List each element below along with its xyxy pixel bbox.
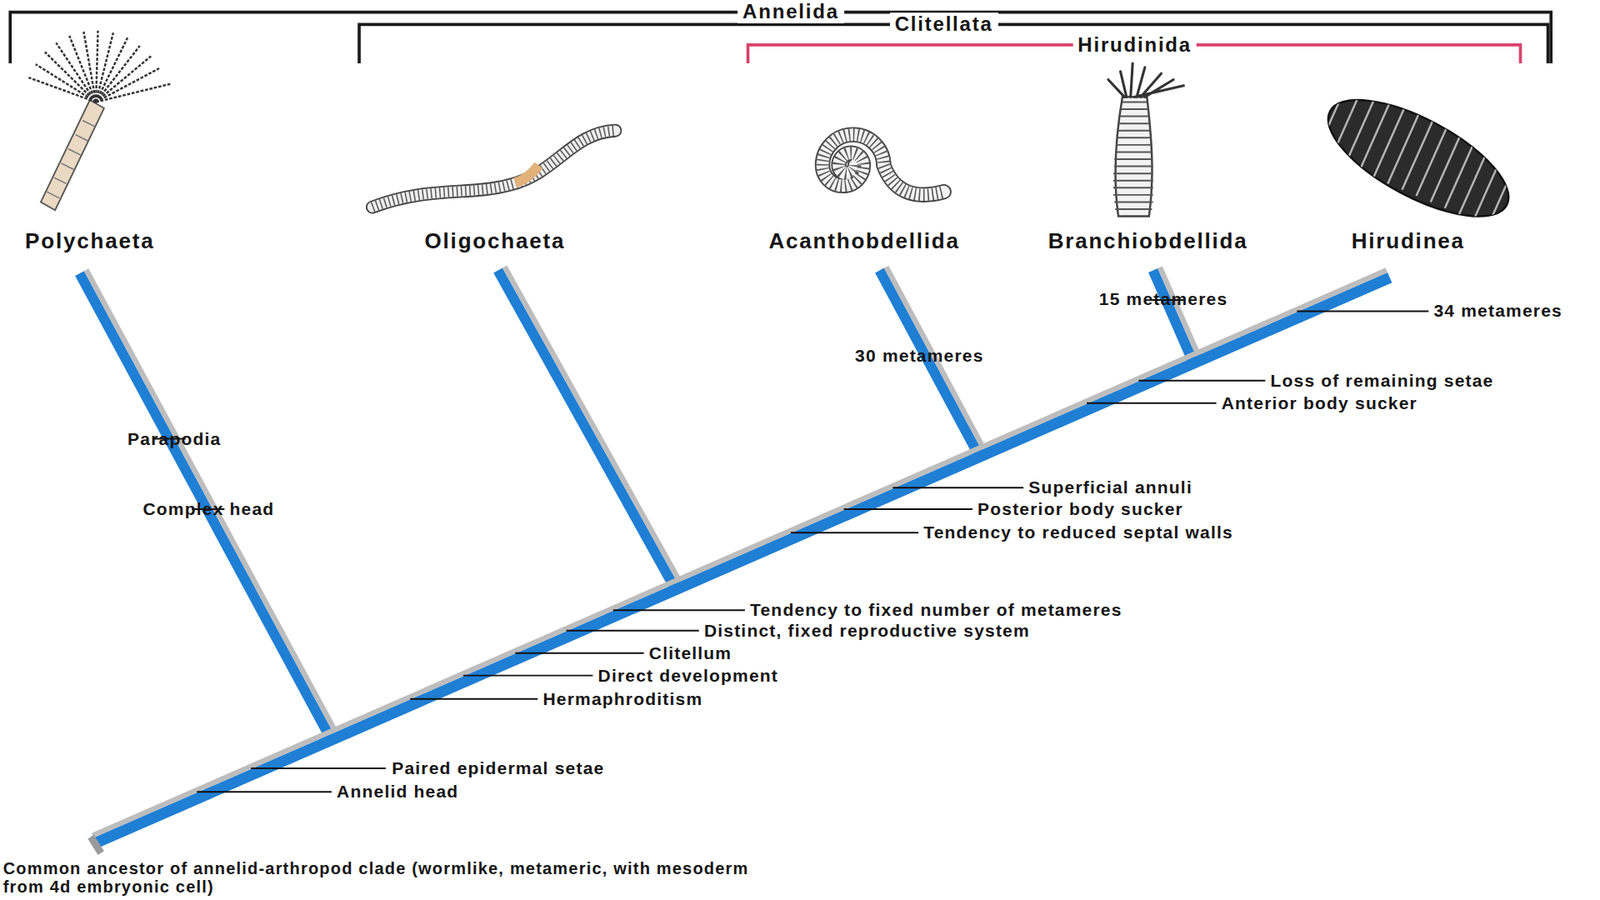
- annulus: [1401, 98, 1443, 190]
- annulus: [1430, 110, 1472, 202]
- branchiobdellid-segments: [1113, 101, 1154, 210]
- annulus: [1445, 116, 1486, 209]
- character-label: Tendency to reduced septal walls: [923, 522, 1234, 543]
- earthworm-outline: [372, 130, 615, 208]
- annulus: [1487, 135, 1529, 227]
- polychaete-tube: [40, 100, 105, 210]
- coiled-worm-outline: [822, 135, 945, 195]
- oligochaeta-branch: [498, 270, 675, 585]
- leech-annuli: [1316, 60, 1530, 226]
- earthworm-segments: [372, 130, 615, 208]
- leader-line: [844, 508, 973, 510]
- character-label: Tendency to fixed number of metameres: [750, 600, 1123, 620]
- character-label: Complex head: [142, 499, 275, 520]
- character-label: Paired epidermal setae: [391, 758, 605, 779]
- leader-line: [463, 675, 594, 677]
- annulus: [1473, 128, 1515, 220]
- taxon-name: Polychaeta: [25, 229, 155, 255]
- polychaeta-branch: [80, 273, 330, 735]
- trunk-end-cap: [87, 835, 105, 855]
- leader-lines: [153, 300, 1430, 792]
- character-label: Anterior body sucker: [1221, 393, 1418, 414]
- metamere-count: 30 metameres: [855, 345, 985, 366]
- earthworm-body: [372, 130, 615, 208]
- annulus: [1373, 85, 1415, 178]
- clade-bracket-label: Clitellata: [890, 13, 999, 37]
- branch-highlight: [505, 266, 681, 582]
- ancestor-note: Common ancestor of annelid-arthropod cla…: [3, 859, 754, 896]
- leader-line: [1296, 310, 1429, 312]
- leech-body: [1311, 76, 1525, 240]
- tentacle: [69, 35, 96, 103]
- taxon-name: Branchiobdellida: [1048, 229, 1249, 255]
- tentacle: [83, 31, 96, 102]
- leader-line: [1086, 402, 1217, 405]
- taxon-name: Acanthobdellida: [769, 229, 960, 255]
- branch-highlight: [1160, 267, 1200, 357]
- polychaete-tentacles: [28, 30, 171, 103]
- trunk-highlight: [92, 270, 1387, 835]
- leader-line: [790, 531, 919, 534]
- leader-line: [410, 698, 538, 700]
- leader-line: [515, 652, 644, 655]
- character-label: Parapodia: [127, 428, 221, 449]
- tentacle: [35, 64, 96, 102]
- annulus: [1359, 80, 1400, 172]
- coiled-worm-segments: [822, 135, 945, 195]
- annulus: [1459, 122, 1500, 215]
- leader-line: [613, 609, 745, 611]
- character-label: Distinct, fixed reproductive system: [704, 620, 1030, 641]
- tube-rings: [46, 120, 95, 198]
- clade-bracket-label: Annelida: [737, 0, 845, 24]
- earthworm-clitellum: [515, 165, 539, 183]
- taxon-name: Hirudinea: [1351, 229, 1465, 255]
- leader-line: [250, 767, 386, 770]
- tentacle: [95, 37, 128, 102]
- branch-highlight: [86, 270, 336, 731]
- character-label: Direct development: [598, 665, 780, 686]
- clade-bracket-label: Hirudinida: [1072, 33, 1197, 57]
- tentacle: [95, 83, 172, 102]
- annulus: [1316, 60, 1358, 153]
- character-label: Superficial annuli: [1028, 477, 1193, 498]
- metamere-count: 15 metameres: [1099, 289, 1229, 310]
- annulus: [1416, 104, 1458, 196]
- leader-line: [1139, 380, 1266, 382]
- annulus: [1345, 73, 1386, 165]
- character-label: Clitellum: [649, 643, 732, 664]
- character-label: Posterior body sucker: [977, 499, 1184, 520]
- metamere-count: 34 metameres: [1433, 300, 1563, 321]
- leader-line: [566, 630, 700, 632]
- annulus: [1330, 67, 1372, 160]
- branchiobdellida-branch: [1153, 270, 1193, 360]
- coiled-worm-body: [822, 135, 945, 195]
- character-label: Annelid head: [336, 781, 459, 802]
- branchiobdellid-body: [1115, 96, 1152, 216]
- character-label: Loss of remaining setae: [1270, 370, 1494, 391]
- leader-line: [892, 486, 1024, 489]
- taxon-name: Oligochaeta: [425, 229, 566, 255]
- annulus: [1387, 91, 1429, 184]
- branchiobdellid-tentacles: [1108, 63, 1185, 97]
- leader-line: [196, 790, 332, 793]
- tentacle: [95, 32, 114, 102]
- character-label: Hermaphroditism: [542, 689, 703, 710]
- tentacle: [95, 68, 160, 102]
- main-trunk: [95, 277, 1390, 843]
